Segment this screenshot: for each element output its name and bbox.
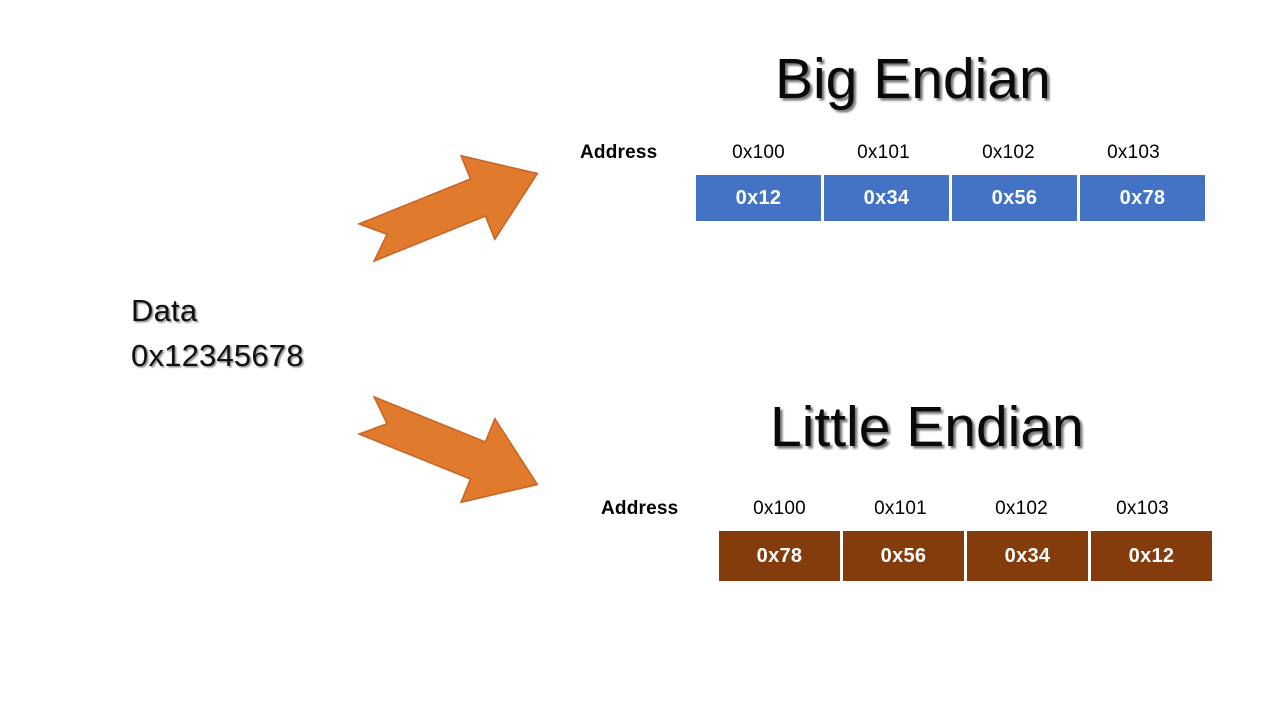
- byte-cell: 0x34: [967, 531, 1088, 581]
- address-cell: 0x100: [753, 498, 806, 519]
- byte-cell: 0x78: [719, 531, 840, 581]
- little-endian-title: Little Endian: [770, 395, 1084, 459]
- address-cell: 0x100: [732, 142, 785, 163]
- address-cell: 0x101: [857, 142, 910, 163]
- data-word-label: Data: [131, 293, 198, 328]
- little-endian-address-label: Address: [601, 498, 679, 519]
- big-endian-byte-row: 0x12 0x34 0x56 0x78: [696, 175, 1205, 221]
- byte-cell: 0x56: [843, 531, 964, 581]
- byte-cell: 0x34: [824, 175, 949, 221]
- address-cell: 0x102: [995, 498, 1048, 519]
- data-hex-value: 0x12345678: [131, 338, 304, 373]
- byte-cell: 0x78: [1080, 175, 1205, 221]
- source-data-label: Data 0x12345678: [131, 288, 304, 378]
- arrow-to-little-endian-icon: [356, 395, 539, 504]
- big-endian-title: Big Endian: [775, 47, 1051, 111]
- big-endian-address-row: 0x100 0x101 0x102 0x103: [696, 142, 1196, 164]
- address-cell: 0x103: [1116, 498, 1169, 519]
- little-endian-address-row: 0x100 0x101 0x102 0x103: [719, 498, 1203, 520]
- address-cell: 0x102: [982, 142, 1035, 163]
- byte-cell: 0x56: [952, 175, 1077, 221]
- byte-cell: 0x12: [1091, 531, 1212, 581]
- arrow-to-big-endian-icon: [356, 154, 539, 263]
- little-endian-byte-row: 0x78 0x56 0x34 0x12: [719, 531, 1212, 581]
- address-cell: 0x101: [874, 498, 927, 519]
- address-cell: 0x103: [1107, 142, 1160, 163]
- byte-cell: 0x12: [696, 175, 821, 221]
- big-endian-address-label: Address: [580, 142, 658, 163]
